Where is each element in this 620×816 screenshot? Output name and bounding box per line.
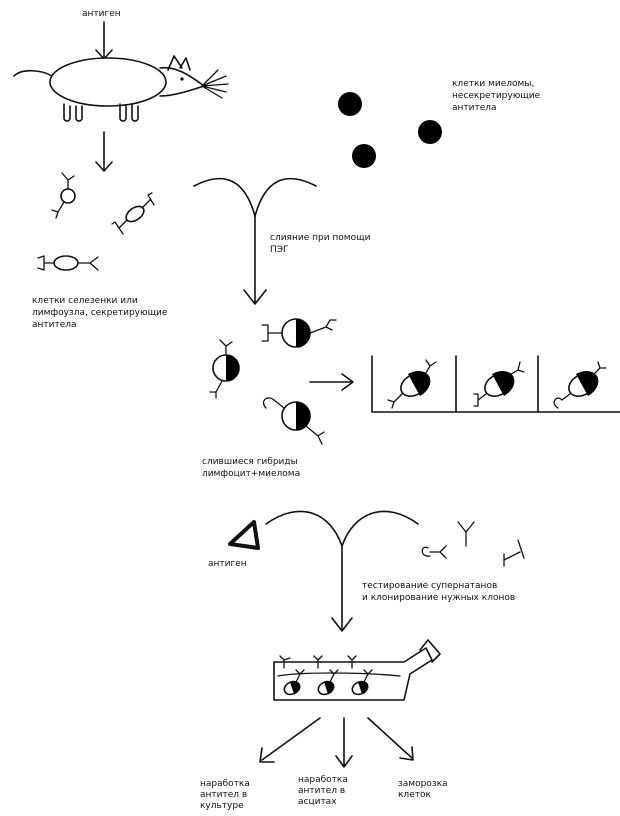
fusion-arrow	[193, 177, 317, 305]
culture-wells	[371, 355, 620, 413]
testing-label-2: и клонирование нужных клонов	[362, 593, 515, 603]
antigen-top-label: антиген	[82, 9, 121, 19]
hybrid-cell-2	[261, 318, 337, 348]
fusion-label-1: слияние при помощи	[270, 233, 371, 243]
hybrid-cell-1	[209, 339, 240, 399]
myeloma-label-3: антитела	[452, 103, 497, 113]
testing-arrow	[265, 510, 419, 632]
free-antibody-2	[457, 521, 475, 547]
myeloma-cell-3	[352, 144, 376, 168]
arrow-to-ascites	[335, 717, 353, 768]
flask-hybrid-3	[347, 655, 373, 696]
myeloma-cell-2	[418, 120, 442, 144]
freeze-label-1: заморозка	[398, 779, 448, 789]
well-hybrid-3	[553, 361, 607, 409]
myeloma-cell-1	[338, 92, 362, 116]
spleen-cell-2	[111, 192, 155, 235]
ascites-label-2: антител в	[298, 786, 345, 796]
myeloma-label-2: несекретирующие	[452, 91, 541, 101]
myeloma-label-1: клетки миеломы,	[452, 79, 534, 89]
culture-label-1: наработка	[200, 779, 250, 789]
arrow-to-culture	[259, 717, 321, 763]
spleen-label-2: лимфоузла, секретирующие	[32, 308, 168, 318]
well-hybrid-1	[387, 359, 437, 409]
flask-hybrid-1	[279, 655, 305, 696]
ascites-label-3: асцитах	[298, 797, 337, 807]
fusion-label-2: ПЭГ	[270, 245, 289, 255]
hybrid-cell-3	[262, 397, 325, 445]
spleen-cell-3	[37, 255, 99, 271]
well-hybrid-2	[473, 361, 525, 407]
testing-label-1: тестирование супернатанов	[362, 581, 497, 591]
free-antibody-3	[503, 539, 525, 567]
spleen-label-3: антитела	[32, 320, 77, 330]
culture-label-2: антител в	[200, 790, 247, 800]
antigen-triangle-icon	[228, 520, 260, 550]
spleen-cell-1	[51, 172, 76, 219]
spleen-label-1: клетки селезенки или	[32, 296, 138, 306]
arrow-mouse-to-spleen	[95, 131, 113, 172]
hybrids-label-2: лимфоцит+миелома	[202, 469, 300, 479]
antigen-bottom-label: антиген	[208, 559, 247, 569]
mouse-icon	[13, 55, 229, 122]
arrow-antigen-to-mouse	[95, 21, 113, 60]
culture-label-3: культуре	[200, 801, 244, 811]
freeze-label-2: клеток	[398, 790, 431, 800]
arrow-to-freeze	[367, 717, 414, 761]
hybrids-label-1: слившиеся гибриды	[202, 457, 298, 467]
free-antibody-1	[421, 545, 447, 559]
ascites-label-1: наработка	[298, 775, 348, 785]
arrow-to-wells	[309, 373, 354, 391]
flask-hybrid-2	[313, 655, 339, 696]
